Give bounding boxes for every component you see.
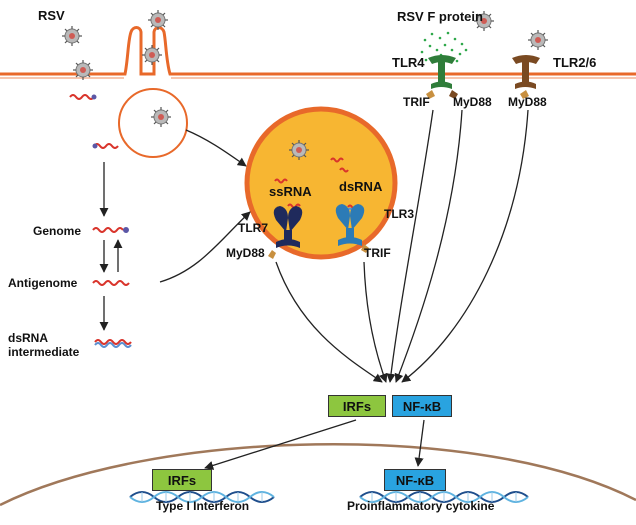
dna-helix-right-icon	[359, 491, 529, 503]
label-trif-endosome: TRIF	[364, 246, 391, 260]
rsv-virus-icon	[72, 59, 94, 81]
label-ssrna: ssRNA	[269, 184, 312, 199]
arrow-trif-endo	[363, 261, 388, 383]
rsv-virus-icon	[61, 25, 83, 47]
label-dsrna-intermediate-line1: dsRNA	[8, 331, 49, 345]
rsv-virus-icon	[147, 9, 169, 31]
label-rsv-f-protein: RSV F protein	[397, 9, 483, 24]
arrow-vesicle-to-endosome	[185, 129, 247, 167]
arrow-myd88-tlr4	[394, 109, 463, 383]
label-genome: Genome	[33, 224, 82, 238]
label-antigenome: Antigenome	[8, 276, 78, 290]
label-proinflammatory-cytokine: Proinflammatory cytokine	[347, 499, 495, 513]
label-dsrna-intermediate-line2: intermediate	[8, 345, 80, 359]
label-myd88-tlr4: MyD88	[453, 95, 492, 109]
nuclear-membrane	[0, 443, 636, 507]
label-myd88-endosome: MyD88	[226, 246, 265, 260]
rsv-virus-icon	[527, 29, 549, 51]
rsv-virus-icon	[150, 106, 172, 128]
tlr3-receptor-icon	[335, 204, 369, 253]
tlr2-6-receptor-icon	[512, 55, 540, 99]
irfs-box: IRFs	[328, 395, 386, 417]
label-dsrna: dsRNA	[339, 179, 383, 194]
arrow-nfkb-to-nucleus	[414, 419, 425, 467]
tlr4-receptor-icon	[426, 55, 458, 99]
rsv-virus-icon	[288, 139, 310, 161]
endocytic-vesicle	[118, 88, 188, 158]
nfkb-box: NF-κB	[392, 395, 452, 417]
plasma-membrane	[0, 26, 636, 76]
label-trif-tlr4: TRIF	[403, 95, 430, 109]
label-type-i-interferon: Type I Interferon	[156, 499, 250, 513]
label-tlr3: TLR3	[384, 207, 414, 221]
arrow-antigenome-to-endosome	[159, 211, 251, 283]
label-tlr2-6: TLR2/6	[553, 55, 597, 70]
tlr7-receptor-icon	[268, 206, 303, 259]
arrow-myd88-tlr26	[401, 109, 529, 383]
label-myd88-tlr26: MyD88	[508, 95, 547, 109]
nfkb-nucleus-box: NF-κB	[384, 469, 446, 491]
dna-helix-left-icon	[129, 491, 275, 503]
arrow-trif-tlr4	[386, 109, 434, 383]
irfs-nucleus-box: IRFs	[152, 469, 212, 491]
label-tlr7: TLR7	[238, 221, 268, 235]
label-rsv: RSV	[38, 8, 65, 23]
label-tlr4: TLR4	[392, 55, 425, 70]
arrow-irfs-to-nucleus	[204, 419, 357, 470]
arrow-myd88-endo	[275, 261, 383, 383]
rsv-virus-icon	[141, 44, 163, 66]
